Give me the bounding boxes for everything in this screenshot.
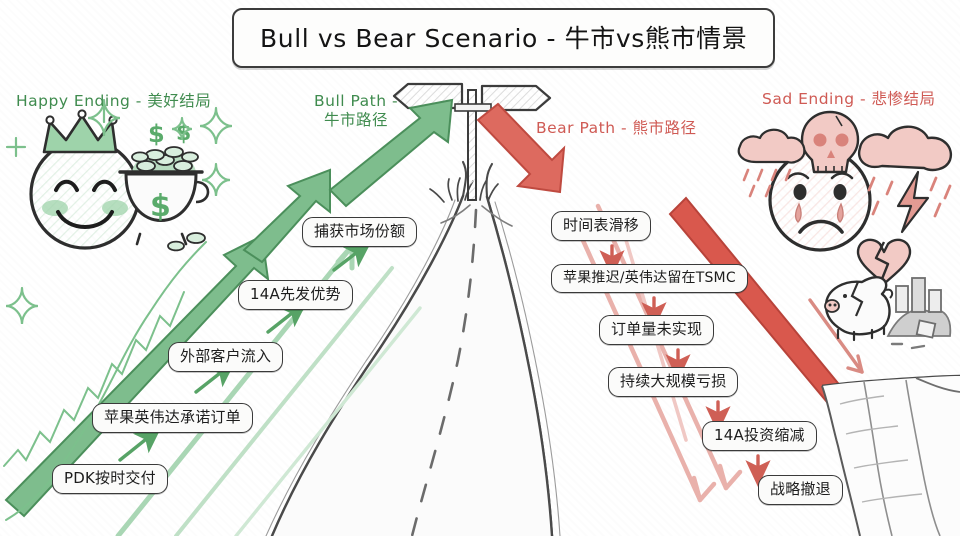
sparkle-icon [5,98,233,325]
bear-step-2[interactable]: 苹果推迟/英伟达留在TSMC [551,264,748,293]
crying-face-icon [768,148,872,252]
bear-step-6[interactable]: 战略撤退 [758,475,843,505]
svg-text:$: $ [148,120,165,148]
bull-step-1[interactable]: PDK按时交付 [52,464,168,494]
cliff-icon [821,374,960,536]
bull-step-4[interactable]: 14A先发优势 [238,280,353,310]
rain-cloud-icon [737,125,953,218]
smiling-face-icon [29,138,141,250]
lightning-icon [896,170,930,234]
bear-tertiary-arrow [808,298,864,374]
bear-step-arrows [599,244,771,487]
happy-ending-label: Happy Ending - 美好结局 [16,92,212,110]
road-icon [265,160,561,536]
bear-step-4[interactable]: 持续大规模亏损 [608,367,739,397]
bull-step-5[interactable]: 捕获市场份额 [302,217,418,247]
bull-path-label: Bull Path - 牛市路径 [314,92,398,131]
sad-ending-label: Sad Ending - 悲惨结局 [762,90,936,108]
page-title: Bull vs Bear Scenario - 牛市vs熊市情景 [232,8,776,68]
bull-path-label-line2: 牛市路径 [324,111,389,130]
svg-text:$: $ [150,189,171,224]
bull-trend-line [3,241,207,521]
bull-step-2[interactable]: 苹果英伟达承诺订单 [92,403,253,433]
broken-heart-icon [856,238,912,286]
bull-step-3[interactable]: 外部客户流入 [168,342,284,372]
bear-step-1[interactable]: 时间表滑移 [551,211,652,241]
bear-path-label: Bear Path - 熊市路径 [536,119,697,137]
pot-of-gold-icon: $ [118,146,210,252]
bull-path-label-line1: Bull Path - [314,92,399,110]
rubble-icon [886,277,952,350]
bear-step-3[interactable]: 订单量未实现 [599,315,715,345]
bear-step-5[interactable]: 14A投资缩减 [702,421,817,451]
skull-icon [800,110,860,174]
bull-step-arrows [118,240,372,462]
crown-icon [42,109,118,154]
cracked-piggy-bank-icon [824,276,894,342]
bull-main-arrow [4,98,454,518]
